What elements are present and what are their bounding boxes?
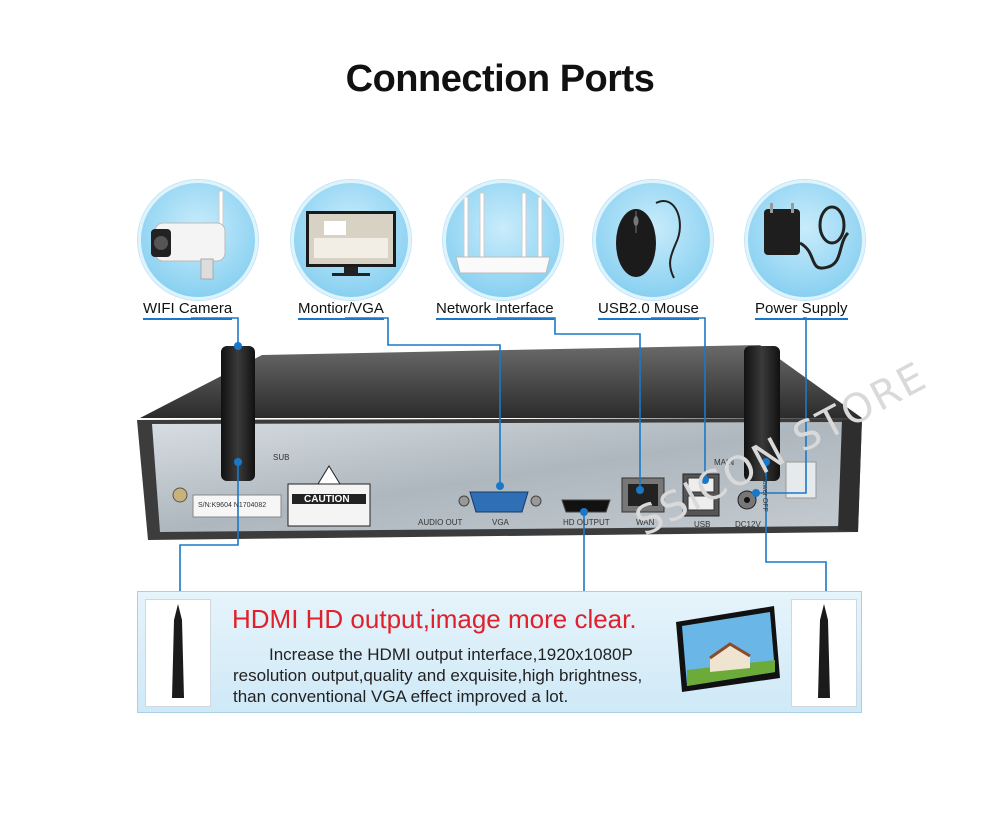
router-icon <box>443 180 563 300</box>
main-label: MAIN <box>714 458 734 467</box>
power-adapter-icon <box>745 180 865 300</box>
port-usb: USB <box>694 520 711 529</box>
page-title: Connection Ports <box>345 58 655 100</box>
port-vga: VGA <box>492 518 509 527</box>
port-hdmi: HD OUTPUT <box>563 518 610 527</box>
label-wifi-camera: WIFI Camera <box>143 300 233 320</box>
mouse-icon <box>593 180 713 300</box>
port-audio-out: AUDIO OUT <box>418 518 463 527</box>
serial-label: S/N:K9604 N1704082 <box>198 502 267 509</box>
label-usb-mouse: USB2.0 Mouse <box>598 300 699 320</box>
antenna-image-right <box>791 599 857 707</box>
feature-line-3: than conventional VGA effect improved a … <box>233 687 569 706</box>
feature-description: Increase the HDMI output interface,1920x… <box>233 644 663 707</box>
antenna-image-left <box>145 599 211 707</box>
label-power-supply: Power Supply <box>755 300 848 320</box>
feature-headline: HDMI HD output,image more clear. <box>232 604 637 634</box>
wifi-camera-icon <box>138 180 258 300</box>
feature-line-1: Increase the HDMI output interface,1920x… <box>269 645 633 664</box>
label-network-interface: Network Interface <box>436 300 554 320</box>
port-dc12v: DC12V <box>735 520 761 529</box>
port-wan: WAN <box>636 518 655 527</box>
sub-label: SUB <box>273 453 290 462</box>
monitor-icon <box>291 180 411 300</box>
feature-line-2: resolution output,quality and exquisite,… <box>233 666 643 685</box>
tv-icon <box>676 606 780 692</box>
hdmi-feature-panel: HDMI HD output,image more clear. Increas… <box>137 591 862 713</box>
label-monitor-vga: Montior/VGA <box>298 300 384 320</box>
caution-label: CAUTION <box>304 494 350 505</box>
